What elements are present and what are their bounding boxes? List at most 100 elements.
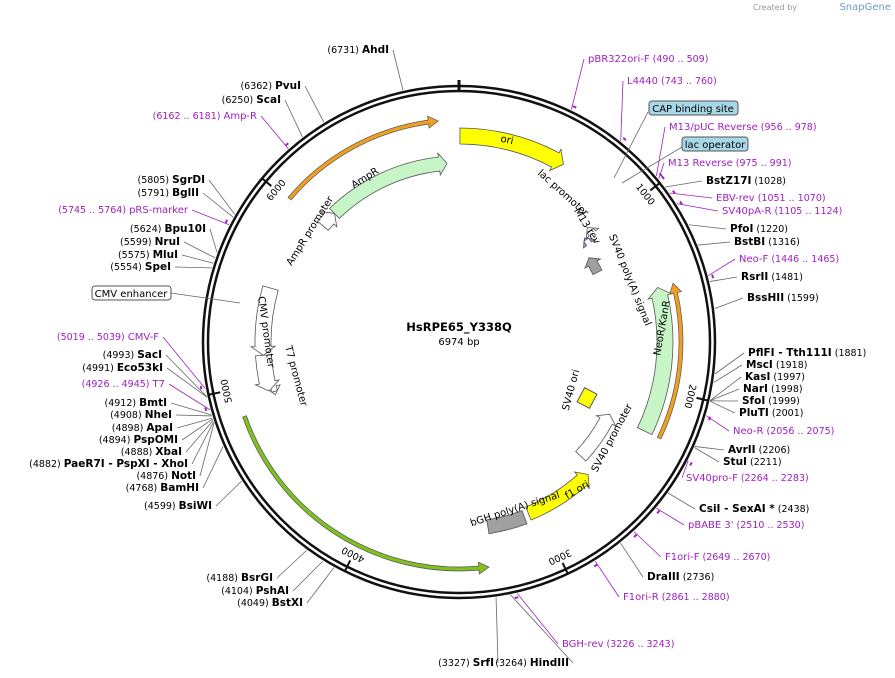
enzyme-bmti[interactable]: (4912) BmtI [105, 397, 167, 409]
enzyme-mlui[interactable]: (5575) MluI [118, 249, 178, 261]
enzyme-pshai[interactable]: (4104) PshAI [221, 585, 289, 597]
enzyme-rsrii[interactable]: RsrII (1481) [741, 271, 803, 283]
feature-m13-rev[interactable] [582, 237, 596, 249]
primer-bgh-rev[interactable]: BGH-rev (3226 .. 3243) [562, 639, 674, 650]
enzyme-paer7i-pspxi-xhoi[interactable]: (4882) PaeR7I - PspXI - XhoI [29, 458, 188, 470]
feature-sv40-promoter[interactable] [575, 413, 617, 462]
primer-f1ori-f[interactable]: F1ori-F (2649 .. 2670) [665, 552, 770, 563]
enzyme-bstxi[interactable]: (4049) BstXI [237, 597, 303, 609]
primer-m13-reverse[interactable]: M13 Reverse (975 .. 991) [668, 158, 792, 169]
enzyme-bsiwi[interactable]: (4599) BsiWI [144, 500, 212, 512]
enzyme-bamhi[interactable]: (4768) BamHI [126, 482, 199, 494]
enzyme-label: (4188) BsrGI [206, 572, 273, 584]
enzyme-label: PfoI (1220) [730, 223, 788, 235]
enzyme-xbai[interactable]: (4888) XbaI [121, 446, 182, 458]
enzyme-bsshii[interactable]: BssHII (1599) [747, 292, 819, 304]
primer-m13-puc-reverse[interactable]: M13/pUC Reverse (956 .. 978) [669, 122, 817, 133]
feature-neor-kanr[interactable] [636, 286, 674, 436]
enzyme-scai[interactable]: (6250) ScaI [222, 94, 281, 106]
enzyme-pfoi[interactable]: PfoI (1220) [730, 223, 788, 235]
enzyme-pvui[interactable]: (6362) PvuI [240, 80, 301, 92]
primer-pbr322ori-f[interactable]: pBR322ori-F (490 .. 509) [588, 54, 708, 65]
primer-ebv-rev[interactable]: EBV-rev (1051 .. 1070) [716, 193, 826, 204]
enzyme-bpu10i[interactable]: (5624) Bpu10I [130, 223, 206, 235]
enzyme-name: BglII [172, 187, 199, 199]
primer-range: (5019 .. 5039) [57, 332, 128, 343]
enzyme-position: (5624) [130, 224, 165, 235]
enzyme-sgrdi[interactable]: (5805) SgrDI [138, 174, 206, 186]
feature-f1-ori[interactable] [525, 471, 590, 521]
enzyme-bglii[interactable]: (5791) BglII [137, 187, 199, 199]
enzyme-leader [304, 85, 325, 123]
enzyme-leader [710, 388, 740, 402]
enzyme-hindiii[interactable]: (3264) HindIII [495, 657, 569, 669]
enzyme-pspomi[interactable]: (4894) PspOMI [99, 434, 178, 446]
primer-neo-f[interactable]: Neo-F (1446 .. 1465) [739, 254, 839, 265]
enzyme-nari[interactable]: NarI (1998) [743, 383, 803, 395]
enzyme-position: (4912) [105, 398, 140, 409]
primer-label: Neo-R (2056 .. 2075) [733, 426, 834, 437]
enzyme-position: (4876) [136, 471, 171, 482]
enzyme-bsrgi[interactable]: (4188) BsrGI [206, 572, 273, 584]
enzyme-stui[interactable]: StuI (2211) [723, 456, 782, 468]
tick-label: 2000 [682, 383, 698, 409]
enzyme-srfi[interactable]: (3327) SrfI [438, 657, 494, 669]
enzyme-saci[interactable]: (4993) SacI [103, 349, 162, 361]
primer-prs-marker[interactable]: (5745 .. 5764) pRS-marker [58, 205, 189, 216]
feature-ampr-promoter[interactable] [316, 211, 338, 231]
primer-l4440[interactable]: L4440 (743 .. 760) [627, 76, 717, 87]
enzyme-label: StuI (2211) [723, 456, 782, 468]
enzyme-noti[interactable]: (4876) NotI [136, 470, 196, 482]
enzyme-position: (1999) [765, 396, 800, 407]
enzyme-eco53ki[interactable]: (4991) Eco53kI [82, 362, 163, 374]
enzyme-msci[interactable]: MscI (1918) [746, 359, 807, 371]
enzyme-csii-sexai[interactable]: CsiI - SexAI * (2438) [699, 503, 809, 515]
enzyme-nrui[interactable]: (5599) NruI [120, 236, 180, 248]
enzyme-ahdi[interactable]: (6731) AhdI [327, 44, 389, 56]
enzyme-position: (2736) [680, 572, 715, 583]
feature-sv40-poly-a-signal[interactable] [584, 257, 603, 276]
boxed-feature-cmv-enhancer[interactable]: CMV enhancer [91, 285, 172, 301]
primer-neo-r[interactable]: Neo-R (2056 .. 2075) [733, 426, 834, 437]
primer-amp-r[interactable]: (6162 .. 6181) Amp-R [153, 111, 257, 122]
boxed-feature-cap[interactable]: CAP binding site [648, 100, 739, 116]
enzyme-leader [709, 276, 738, 282]
orf-arcs [242, 115, 684, 575]
primer-pbabe-3[interactable]: pBABE 3' (2510 .. 2530) [688, 520, 804, 531]
enzyme-bstbi[interactable]: BstBI (1316) [734, 236, 800, 248]
enzyme-avrii[interactable]: AvrII (2206) [728, 444, 790, 456]
feature-ori[interactable] [459, 127, 564, 172]
primer-mark [689, 461, 693, 466]
tick-5000 [208, 391, 221, 396]
primer-cmv-f[interactable]: (5019 .. 5039) CMV-F [57, 332, 159, 343]
enzyme-bstz17i[interactable]: BstZ17I (1028) [706, 175, 786, 187]
enzyme-draiii[interactable]: DraIII (2736) [647, 571, 714, 583]
primer-sv40pa-r[interactable]: SV40pA-R (1105 .. 1124) [722, 206, 842, 217]
feature-lac-promoter[interactable] [585, 227, 600, 240]
enzyme-leader [181, 254, 214, 264]
primer-f1ori-r[interactable]: F1ori-R (2861 .. 2880) [623, 592, 730, 603]
enzyme-kasi[interactable]: KasI (1997) [745, 371, 805, 383]
enzyme-pluti[interactable]: PluTI (2001) [739, 407, 803, 419]
feature-bgh-poly-a-signal[interactable] [486, 510, 528, 535]
enzyme-name: XbaI [155, 446, 182, 458]
enzyme-sfoi[interactable]: SfoI (1999) [742, 395, 800, 407]
primer-mark [572, 105, 577, 109]
enzyme-pflfi-tth111i[interactable]: PflFI - Tth111I (1881) [748, 347, 866, 359]
boxed-feature-lacop[interactable]: lac operator [681, 136, 749, 152]
primer-label: M13/pUC Reverse (956 .. 978) [669, 122, 817, 133]
primer-range: (2649 .. 2670) [699, 552, 770, 563]
feature-sv40-ori[interactable] [576, 386, 598, 410]
enzyme-apai[interactable]: (4898) ApaI [112, 422, 173, 434]
enzyme-nhei[interactable]: (4908) NheI [110, 409, 172, 421]
enzyme-label: (4049) BstXI [237, 597, 303, 609]
feature-cmv-enhancer[interactable] [249, 285, 279, 356]
primer-range: (743 .. 760) [658, 76, 717, 87]
tick-label: 3000 [546, 546, 573, 566]
primer-t7[interactable]: (4926 .. 4945) T7 [82, 379, 165, 390]
enzyme-spei[interactable]: (5554) SpeI [110, 261, 171, 273]
primer-sv40pro-f[interactable]: SV40pro-F (2264 .. 2283) [686, 473, 809, 484]
feature-ampr[interactable] [329, 151, 448, 220]
enzyme-name: DraIII [647, 571, 680, 583]
enzyme-label: (6250) ScaI [222, 94, 281, 106]
